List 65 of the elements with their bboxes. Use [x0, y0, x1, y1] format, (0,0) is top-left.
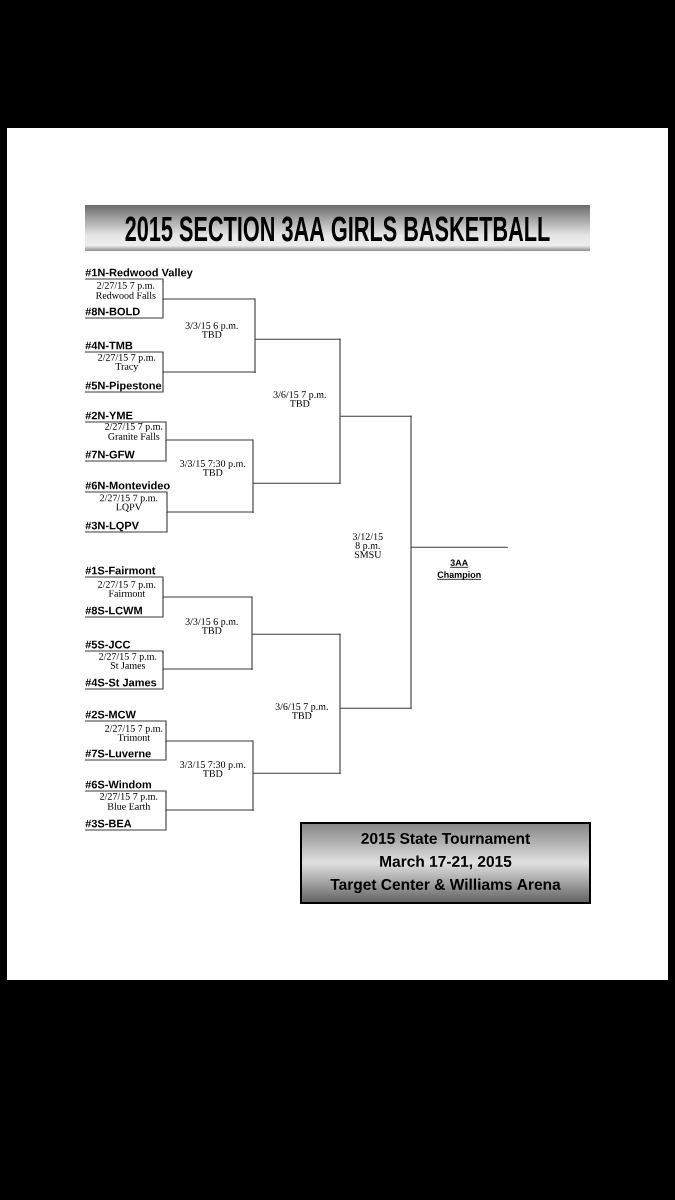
- bracket-line: [165, 740, 254, 742]
- bracket-line: [162, 371, 256, 373]
- team-name: #5N-Pipestone: [85, 381, 162, 392]
- info-box: 2015 State Tournament March 17-21, 2015 Target Center & Williams Arena: [300, 822, 591, 904]
- bracket-line: [84, 421, 167, 424]
- team-name: #4S-St James: [85, 678, 157, 687]
- bracket-line: [84, 298, 164, 319]
- game-info: 3/3/15 7:30 p.m. TBD: [180, 740, 254, 811]
- bracket-line: [254, 338, 341, 340]
- bracket-line: [84, 439, 167, 462]
- bracket-line: [84, 511, 168, 533]
- game-info: 3/3/15 7:30 p.m. TBD: [180, 439, 254, 513]
- bracket-line: [84, 790, 167, 794]
- bracket-line: [84, 278, 164, 283]
- game-info: 3/3/15 6 p.m. TBD: [185, 298, 256, 373]
- game-info: 2/27/15 7 p.m. St James: [99, 652, 164, 670]
- team-name: #5S-JCC: [85, 640, 131, 649]
- game-info: 2/27/15 7 p.m. Tracy: [98, 353, 164, 373]
- game-info: 2/27/15 7 p.m. Trimont: [105, 724, 167, 742]
- game-info: 2/27/15 7 p.m. Blue Earth: [100, 792, 167, 811]
- bracket-line: [162, 668, 253, 670]
- team-name: #3S-BEA: [85, 819, 132, 828]
- team-name: #2N-YME: [85, 411, 133, 420]
- game-info: 3/6/15 7 p.m. TBD: [273, 338, 341, 484]
- bracket-line: [162, 596, 253, 598]
- team-name: #7S-Luverne: [85, 749, 151, 758]
- team-name: #6S-Windom: [85, 780, 152, 789]
- bracket-line: [165, 809, 254, 811]
- bracket-line: [165, 439, 254, 441]
- title: 2015 SECTION 3AA GIRLS BASKETBALL: [125, 216, 550, 242]
- bracket-line: [252, 482, 341, 484]
- bracket-line: [84, 371, 164, 393]
- game-info: 3/3/15 6 p.m. TBD: [185, 596, 253, 670]
- bracket-line: [84, 720, 167, 726]
- bracket-line: [84, 351, 164, 355]
- game-info: 3/12/15 8 p.m. SMSU: [353, 415, 412, 709]
- team-name: #2S-MCW: [85, 710, 136, 719]
- game-info: 2/27/15 7 p.m. LQPV: [100, 493, 168, 513]
- game-info: 2/27/15 7 p.m. Granite Falls: [105, 422, 167, 441]
- bracket-line: [162, 298, 256, 300]
- game-info: 2/27/15 7 p.m. Redwood Falls: [95, 281, 164, 300]
- team-name: #1N-Redwood Valley: [85, 268, 193, 279]
- bracket-line: [84, 596, 164, 618]
- bracket-line: [84, 491, 168, 495]
- game-info: 3/6/15 7 p.m. TBD: [275, 633, 341, 774]
- bracket-line: [84, 576, 164, 582]
- bracket-line: [339, 415, 412, 417]
- bracket-line: [339, 707, 412, 709]
- team-name: #6N-Montevideo: [85, 481, 170, 490]
- bracket-line: [84, 668, 164, 690]
- bracket-line: [84, 809, 167, 831]
- bracket-line: [84, 740, 167, 761]
- team-name: #3N-LQPV: [85, 521, 139, 532]
- team-name: #8S-LCWM: [85, 606, 142, 615]
- champion-label: 3AA Champion: [436, 559, 482, 580]
- bracket-line: [252, 772, 341, 774]
- team-name: #8N-BOLD: [85, 307, 140, 316]
- team-name: #7N-GFW: [85, 450, 135, 459]
- team-name: #4N-TMB: [85, 341, 133, 350]
- bracket-line: [251, 633, 341, 635]
- bracket-line: [84, 650, 164, 654]
- bracket-line: [166, 511, 254, 513]
- bracket-line: [410, 546, 508, 548]
- game-info: 2/27/15 7 p.m. Fairmont: [98, 580, 164, 598]
- team-name: #1S-Fairmont: [85, 566, 156, 575]
